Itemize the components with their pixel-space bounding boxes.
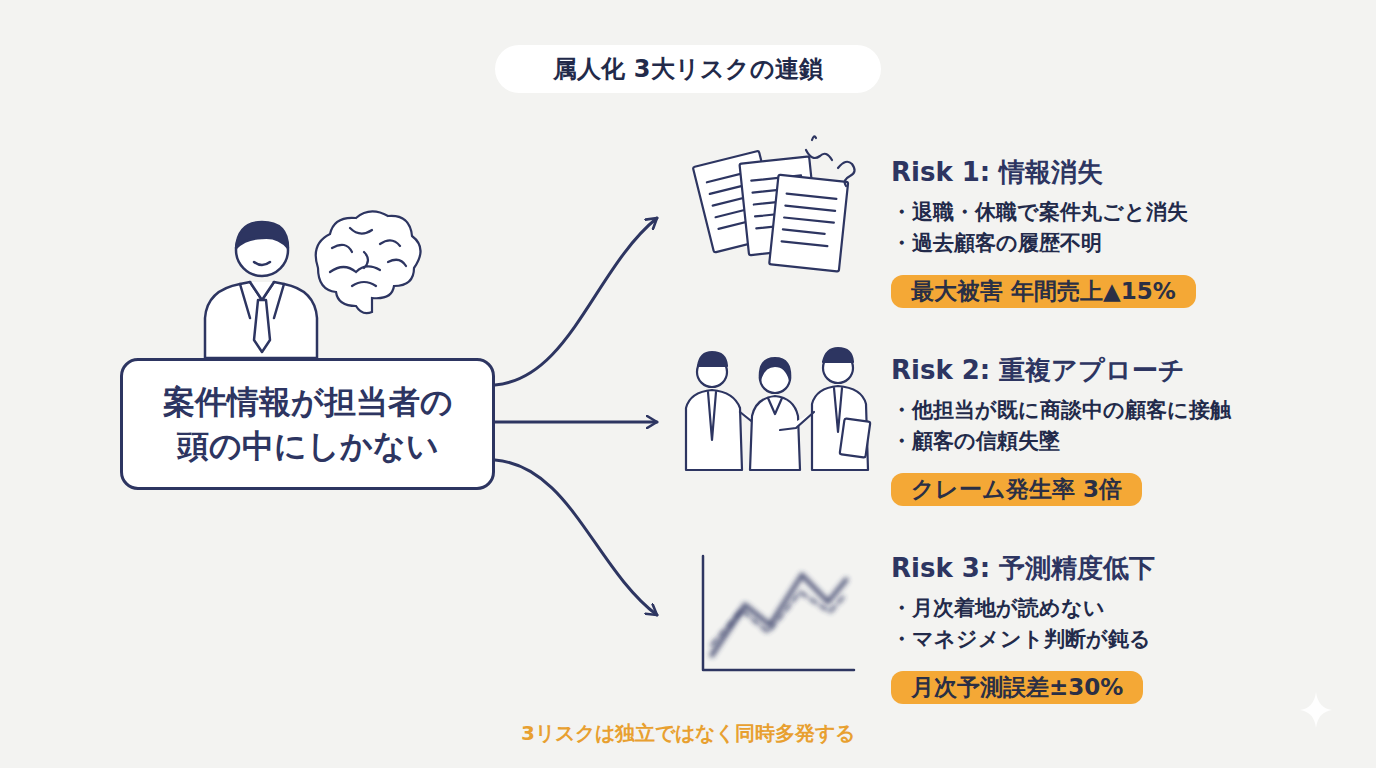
risk-text-column: Risk 1: 情報消失・退職・休職で案件丸ごと消失・過去顧客の履歴不明最大被害… xyxy=(891,155,1360,308)
meeting-icon xyxy=(686,348,870,470)
risk-group: Risk 1: 情報消失・退職・休職で案件丸ごと消失・過去顧客の履歴不明最大被害… xyxy=(660,150,1360,322)
flow-arrow xyxy=(495,218,657,385)
caption-text: 3リスクは独立ではなく同時多発する xyxy=(0,720,1376,747)
risk-bullet: ・他担当が既に商談中の顧客に接触 xyxy=(891,395,1360,426)
risk-heading: Risk 2: 重複アプローチ xyxy=(891,353,1360,387)
risk-bullet: ・過去顧客の履歴不明 xyxy=(891,228,1360,259)
risk-text-column: Risk 2: 重複アプローチ・他担当が既に商談中の顧客に接触・顧客の信頼失墜ク… xyxy=(891,353,1360,506)
metric-pill: 月次予測誤差±30% xyxy=(891,671,1143,704)
risk-group: Risk 3: 予測精度低下・月次着地が読めない・マネジメント判断が鈍る月次予測… xyxy=(660,546,1360,718)
brain-icon xyxy=(316,211,421,313)
metric-pill: クレーム発生率 3倍 xyxy=(891,473,1142,506)
risk-text-column: Risk 3: 予測精度低下・月次着地が読めない・マネジメント判断が鈍る月次予測… xyxy=(891,551,1360,704)
text-stack: 案件情報が担当者の 頭の中にしかない xyxy=(158,380,458,468)
metric-text: 月次予測誤差±30% xyxy=(911,673,1123,702)
source-text: 案件情報が担当者の 頭の中にしかない xyxy=(158,380,458,468)
source-box: 案件情報が担当者の 頭の中にしかない xyxy=(120,358,495,490)
risk-bullet: ・退職・休職で案件丸ごと消失 xyxy=(891,197,1360,228)
person-icon xyxy=(205,222,317,358)
risk-heading: Risk 1: 情報消失 xyxy=(891,155,1360,189)
documents-icon xyxy=(693,136,855,271)
risk-bullet: ・マネジメント判断が鈍る xyxy=(891,624,1360,655)
risk-heading: Risk 3: 予測精度低下 xyxy=(891,551,1360,585)
risk-bullet: ・顧客の信頼失墜 xyxy=(891,426,1360,457)
title-text: 属人化 3大リスクの連鎖 xyxy=(495,45,881,93)
metric-text: 最大被害 年間売上▲15% xyxy=(911,277,1176,306)
risk-bullet: ・月次着地が読めない xyxy=(891,593,1360,624)
sparkle-watermark xyxy=(1300,692,1332,728)
risk-group: Risk 2: 重複アプローチ・他担当が既に商談中の顧客に接触・顧客の信頼失墜ク… xyxy=(660,348,1360,520)
metric-pill: 最大被害 年間売上▲15% xyxy=(891,275,1196,308)
flow-arrow xyxy=(495,460,657,615)
metric-text: クレーム発生率 3倍 xyxy=(911,475,1122,504)
flow-arrow xyxy=(495,421,657,424)
chart-icon xyxy=(703,556,854,670)
